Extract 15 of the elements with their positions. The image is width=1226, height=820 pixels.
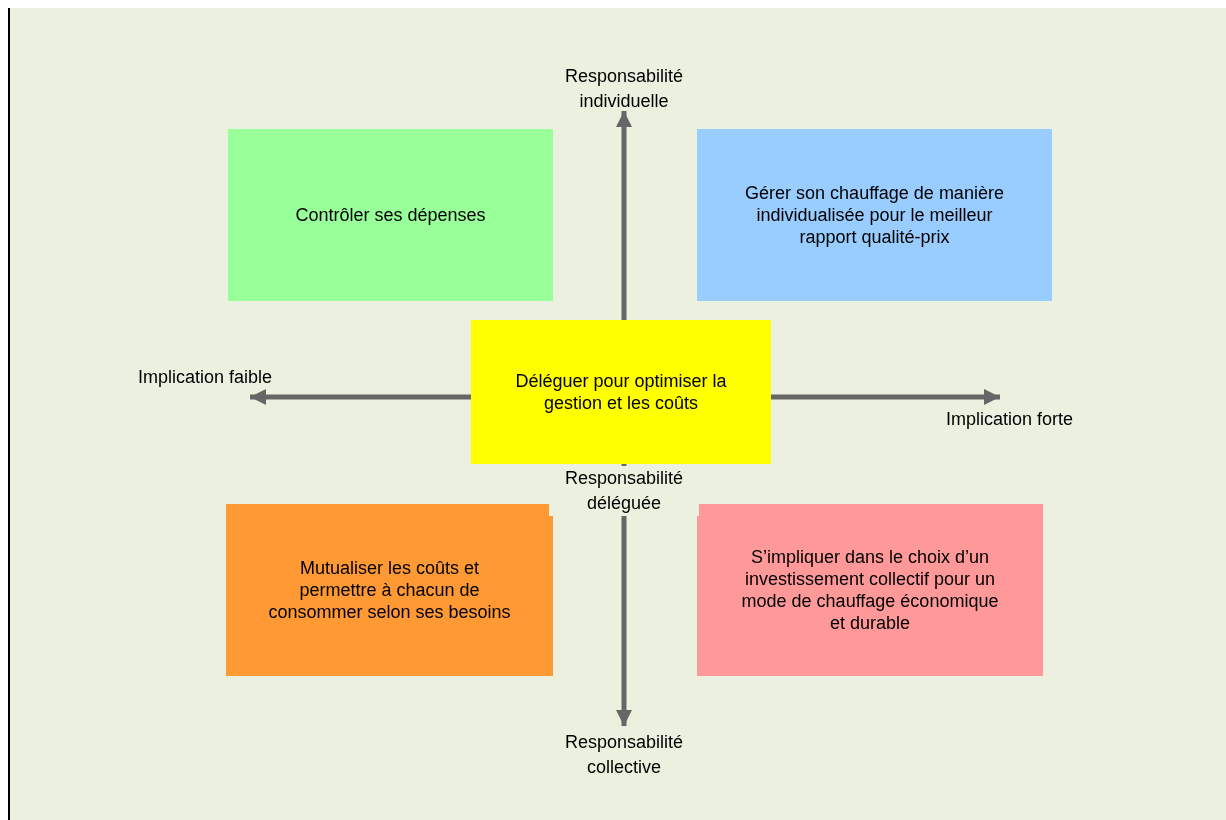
axis-label: Responsabilité individuelle	[563, 65, 685, 113]
box-text: Mutualiser les coûts et permettre à chacun de consommer selon ses besoins	[267, 557, 512, 623]
quadrant-box	[471, 320, 771, 464]
axis-label: Implication faible	[138, 366, 273, 389]
axis-label: Responsabilité collective	[563, 731, 685, 779]
quadrant-box	[697, 504, 1043, 676]
box-text: Déléguer pour optimiser la gestion et les coûts	[514, 370, 728, 414]
box-text: S’impliquer dans le choix d’un investissement collectif pour un mode de chauffage économique et durable	[740, 546, 1000, 634]
box-text: Contrôler ses dépenses	[295, 204, 486, 226]
quadrant-box	[226, 504, 553, 676]
axis-label: Responsabilité déléguée	[549, 466, 699, 516]
box-text: Gérer son chauffage de manière individualisée pour le meilleur rapport qualité-prix	[744, 182, 1005, 248]
quadrant-box	[697, 129, 1052, 301]
axis-label: Implication forte	[946, 408, 1074, 431]
quadrant-box	[228, 129, 553, 301]
